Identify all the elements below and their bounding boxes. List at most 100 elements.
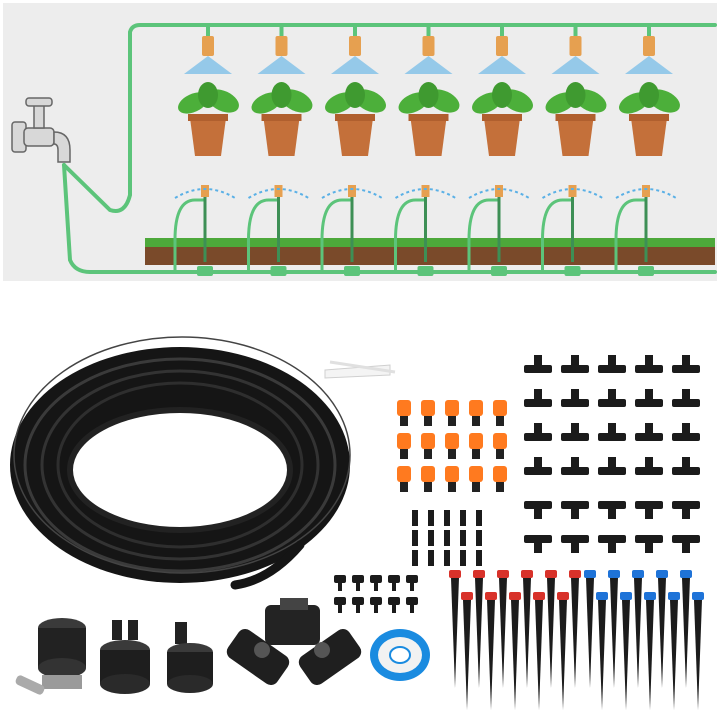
barbed-connector <box>412 550 418 566</box>
adjustable-nozzle <box>469 433 483 459</box>
adjustable-nozzle <box>397 400 411 426</box>
stake-sprinkler <box>596 592 608 710</box>
potted-plant <box>325 82 386 156</box>
end-plug <box>388 575 400 591</box>
tee-connector <box>561 501 589 519</box>
tee-connector <box>635 389 663 407</box>
tee-connector <box>635 535 663 553</box>
ground-stake <box>320 185 383 276</box>
stake-sprinkler <box>509 592 521 710</box>
adjustable-nozzle <box>421 433 435 459</box>
tee-connector <box>561 423 589 441</box>
potted-plant <box>178 82 239 156</box>
end-plug <box>352 575 364 591</box>
potted-plant <box>472 82 533 156</box>
red-stake-sprinklers <box>449 570 581 710</box>
tee-connectors <box>524 355 700 553</box>
end-plug <box>406 575 418 591</box>
potted-plants <box>178 82 680 156</box>
barbed-connector <box>428 550 434 566</box>
end-plug <box>388 597 400 613</box>
stake-sprinkler <box>680 570 692 688</box>
tee-connector <box>598 355 626 373</box>
barbed-connector <box>460 530 466 546</box>
tee-connector <box>672 423 700 441</box>
end-plug <box>370 597 382 613</box>
stake-sprinkler <box>461 592 473 710</box>
tee-connector <box>598 389 626 407</box>
barbed-connector <box>444 550 450 566</box>
cable-ties <box>324 360 396 379</box>
tee-connector <box>561 535 589 553</box>
adjustable-nozzle <box>445 466 459 492</box>
installation-diagram <box>3 3 717 281</box>
tee-connector <box>561 355 589 373</box>
tee-connector <box>598 457 626 475</box>
potted-plant <box>398 82 460 156</box>
adjustable-nozzle <box>397 433 411 459</box>
end-plug <box>334 575 346 591</box>
supply-pipe <box>62 23 717 274</box>
ground-stakes <box>173 185 677 276</box>
kit-contents <box>10 336 704 710</box>
sprayer <box>551 25 600 74</box>
barbed-connector <box>460 510 466 526</box>
tee-connector <box>672 535 700 553</box>
tee-connector <box>672 355 700 373</box>
faucet-icon <box>11 97 71 163</box>
adjustable-nozzle <box>445 400 459 426</box>
sprayer <box>184 25 232 74</box>
end-plug <box>406 597 418 613</box>
ground-bed <box>145 238 715 265</box>
end-plug <box>352 597 364 613</box>
adjustable-nozzle <box>493 433 507 459</box>
end-plug <box>370 575 382 591</box>
hose-adapter-with-clamp <box>15 618 86 695</box>
ground-stake <box>173 185 236 276</box>
sprayer <box>478 25 526 74</box>
stake-sprinkler <box>545 570 557 688</box>
y-splitter-valve <box>226 598 362 685</box>
tee-connector <box>672 389 700 407</box>
potted-plant <box>251 82 313 156</box>
ground-stake <box>541 185 604 276</box>
tee-connector <box>598 535 626 553</box>
stake-sprinkler <box>521 570 533 688</box>
sprayer <box>625 25 673 74</box>
end-plug <box>334 597 346 613</box>
ground-stake <box>247 185 310 276</box>
tee-connector <box>524 501 552 519</box>
tee-connector <box>598 423 626 441</box>
stake-sprinkler <box>620 592 632 710</box>
tee-connector <box>635 457 663 475</box>
stake-sprinkler <box>557 592 569 710</box>
tee-connector <box>524 423 552 441</box>
barbed-connector <box>476 510 482 526</box>
stake-sprinkler <box>632 570 644 688</box>
barbed-connector <box>476 550 482 566</box>
tee-connector <box>524 457 552 475</box>
stake-sprinkler <box>485 592 497 710</box>
stake-sprinkler <box>692 592 704 710</box>
adjustable-nozzle <box>493 400 507 426</box>
tubing-coil <box>10 336 351 590</box>
adjustable-nozzles <box>397 400 507 492</box>
sprayer <box>331 25 379 74</box>
sprayer <box>257 25 306 74</box>
barbed-connector <box>428 530 434 546</box>
ground-stake <box>614 185 677 276</box>
barbed-connector <box>412 530 418 546</box>
stake-sprinkler <box>608 570 620 688</box>
tee-connector <box>635 501 663 519</box>
barbed-connector <box>460 550 466 566</box>
tee-connector <box>561 389 589 407</box>
tee-connector <box>561 457 589 475</box>
adjustable-nozzle <box>469 466 483 492</box>
adjustable-nozzle <box>421 400 435 426</box>
ground-stake <box>467 185 530 276</box>
barbed-connector <box>444 530 450 546</box>
tee-connector <box>672 501 700 519</box>
tee-connector <box>672 457 700 475</box>
adjustable-nozzle <box>421 466 435 492</box>
